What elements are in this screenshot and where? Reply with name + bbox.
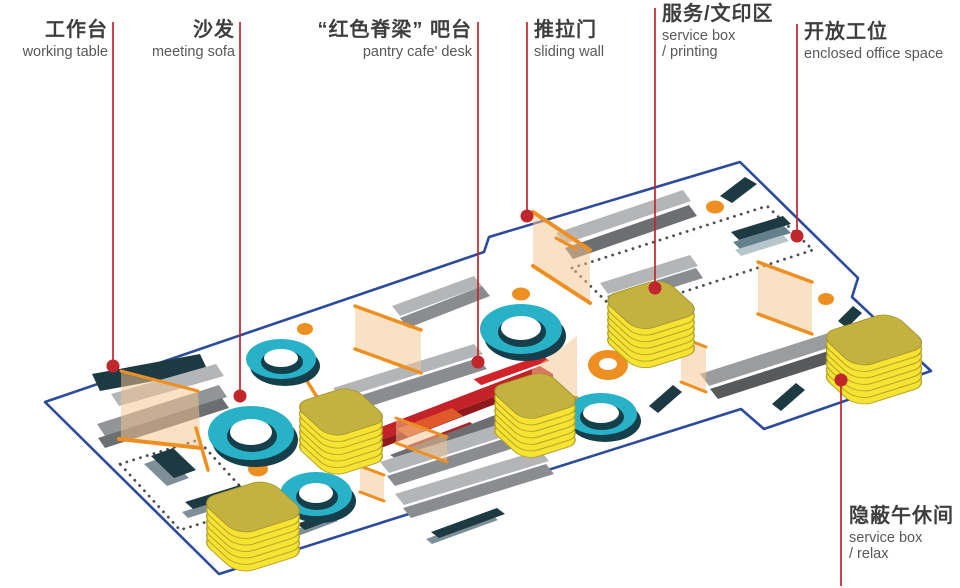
partition-left	[117, 369, 203, 450]
callout-nap-room: 隐蔽午休间 service box / relax	[849, 505, 954, 563]
callout-service-printing: 服务/文印区 service box / printing	[662, 3, 774, 61]
callout-en: pantry cafe' desk	[362, 44, 472, 60]
callout-en: service box / relax	[849, 530, 923, 563]
sofa-ring-3	[565, 393, 641, 442]
callout-zh: 服务/文印区	[662, 3, 774, 25]
callout-en: enclosed office space	[804, 46, 944, 62]
callout-zh: 隐蔽午休间	[849, 505, 954, 527]
service-box-stack-left	[298, 388, 384, 475]
callout-open-workstation: 开放工位 enclosed office space	[804, 21, 944, 63]
callout-zh: 开放工位	[804, 21, 888, 43]
orange-dots	[248, 200, 834, 477]
partition-right	[756, 260, 814, 336]
callout-pantry-desk: “红色脊梁” 吧台 pantry cafe' desk	[317, 19, 472, 61]
service-box-stack-relax	[825, 314, 923, 405]
sofa-ring-2	[480, 304, 566, 361]
orange-rod-2	[194, 426, 210, 472]
partition-small-2	[394, 416, 449, 464]
callout-meeting-sofa: 沙发 meeting sofa	[151, 19, 235, 61]
desk-row-upper-left	[333, 276, 490, 413]
callout-en: service box / printing	[662, 28, 736, 61]
callout-working-table: 工作台 working table	[22, 19, 108, 61]
callout-zh: 沙发	[193, 19, 235, 41]
sliding-wall-panel	[531, 210, 592, 305]
callout-zh: 推拉门	[534, 19, 597, 41]
service-box-stack-printing	[607, 280, 695, 369]
leader-lines	[106, 8, 848, 586]
callout-en: meeting sofa	[151, 44, 235, 60]
service-box-stack-center	[494, 373, 576, 458]
sofa-ring-1	[246, 339, 320, 386]
sofa-ring-4	[208, 406, 298, 467]
callout-zh: “红色脊梁” 吧台	[317, 19, 472, 41]
partition-mid-left	[353, 304, 423, 375]
desk-row-top	[556, 177, 757, 259]
callout-en: working table	[22, 44, 108, 60]
orange-ring	[588, 350, 628, 380]
sofa-ring-5	[280, 472, 356, 523]
service-box-stack-bottom	[206, 481, 300, 572]
callout-en: sliding wall	[534, 44, 605, 60]
callout-sliding-wall: 推拉门 sliding wall	[534, 19, 605, 61]
callout-zh: 工作台	[45, 19, 108, 41]
